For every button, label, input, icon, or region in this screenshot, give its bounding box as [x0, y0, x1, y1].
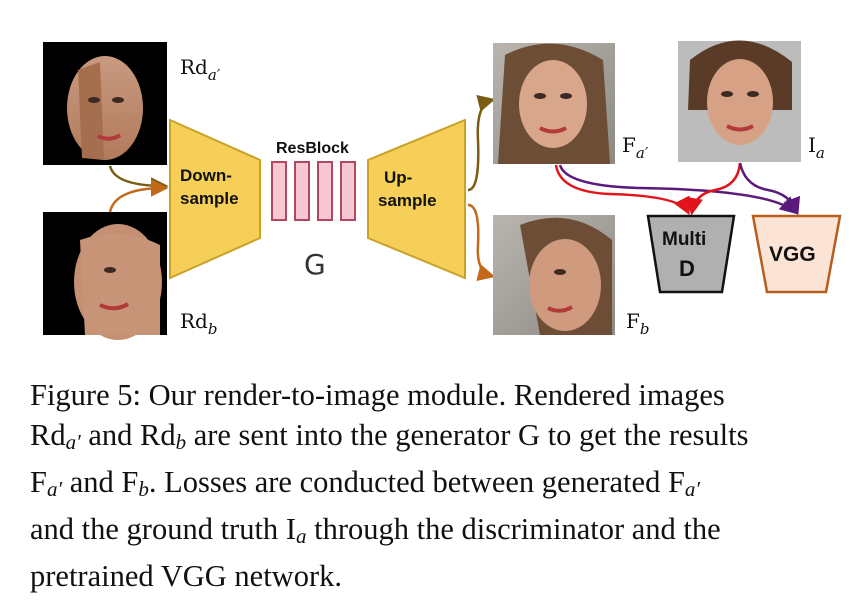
svg-text:sample: sample: [378, 191, 437, 210]
resblock-2: [294, 161, 310, 221]
downsample-block: Down- sample: [169, 118, 261, 280]
arrow-f-a-to-multi-d: [554, 164, 690, 216]
multi-discriminator-block: Multi D: [646, 214, 736, 294]
resblocks: [271, 161, 356, 221]
resblock-3: [317, 161, 333, 221]
svg-text:Multi: Multi: [662, 229, 706, 250]
arrow-rd-a-to-generator: [108, 165, 169, 195]
generated-image-f-a: [493, 43, 615, 164]
svg-text:D: D: [679, 256, 695, 281]
svg-text:VGG: VGG: [769, 243, 816, 266]
arrow-i-a-to-vgg: [738, 162, 801, 216]
arrow-to-f-b: [467, 203, 496, 282]
label-i-a: Ia: [808, 133, 825, 162]
arrow-f-a-to-vgg: [558, 164, 798, 215]
resblock-label: ResBlock: [276, 140, 349, 157]
resblock-1: [271, 161, 287, 221]
rendered-image-rd-b: [43, 212, 167, 340]
arrow-i-a-to-multi-d: [685, 162, 742, 216]
svg-text:sample: sample: [180, 189, 239, 208]
ground-truth-image-i-a: [678, 40, 801, 162]
label-f-b: Fb: [626, 309, 650, 338]
svg-text:Down-: Down-: [180, 166, 232, 185]
rendered-image-rd-a: [43, 42, 167, 165]
resblock-4: [340, 161, 356, 221]
arrow-to-f-a: [467, 94, 496, 192]
generator-label: G: [304, 248, 326, 281]
svg-text:Up-: Up-: [384, 168, 412, 187]
label-rd-a: Rda′: [180, 55, 221, 84]
generated-image-f-b: [493, 215, 615, 335]
label-f-a: Fa′: [622, 133, 649, 162]
figure-caption: Figure 5: Our render-to-image module. Re…: [30, 378, 749, 593]
vgg-block: VGG: [751, 214, 842, 294]
label-rd-b: Rdb: [180, 309, 217, 338]
arrow-rd-b-to-generator: [108, 179, 169, 213]
upsample-block: Up- sample: [367, 118, 466, 280]
